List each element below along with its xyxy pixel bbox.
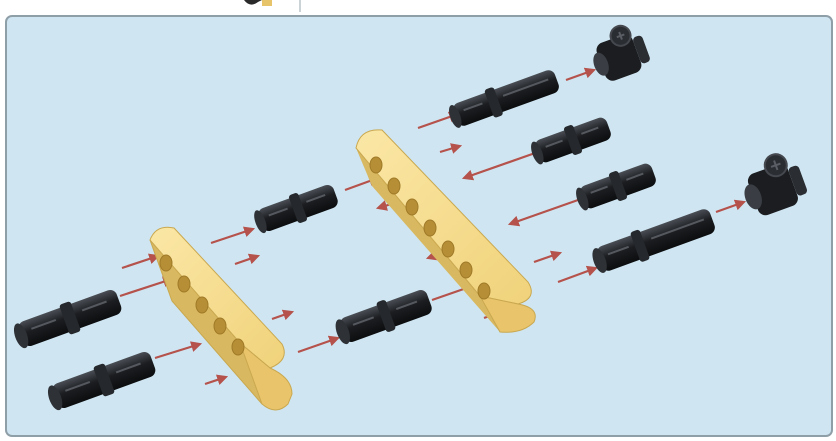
- short-beam-hole: [196, 297, 208, 313]
- long-beam-hole: [442, 241, 454, 257]
- short-beam-hole: [214, 318, 226, 334]
- long-beam-hole: [406, 199, 418, 215]
- partial-icon-accent: [262, 0, 272, 6]
- top-strip: [0, 0, 836, 14]
- long-beam-hole: [388, 178, 400, 194]
- short-beam-hole: [178, 276, 190, 292]
- long-beam-hole: [424, 220, 436, 236]
- long-beam-hole: [460, 262, 472, 278]
- short-beam-hole: [160, 255, 172, 271]
- long-beam-hole: [370, 157, 382, 173]
- long-beam-hole: [478, 283, 490, 299]
- short-beam-hole: [232, 339, 244, 355]
